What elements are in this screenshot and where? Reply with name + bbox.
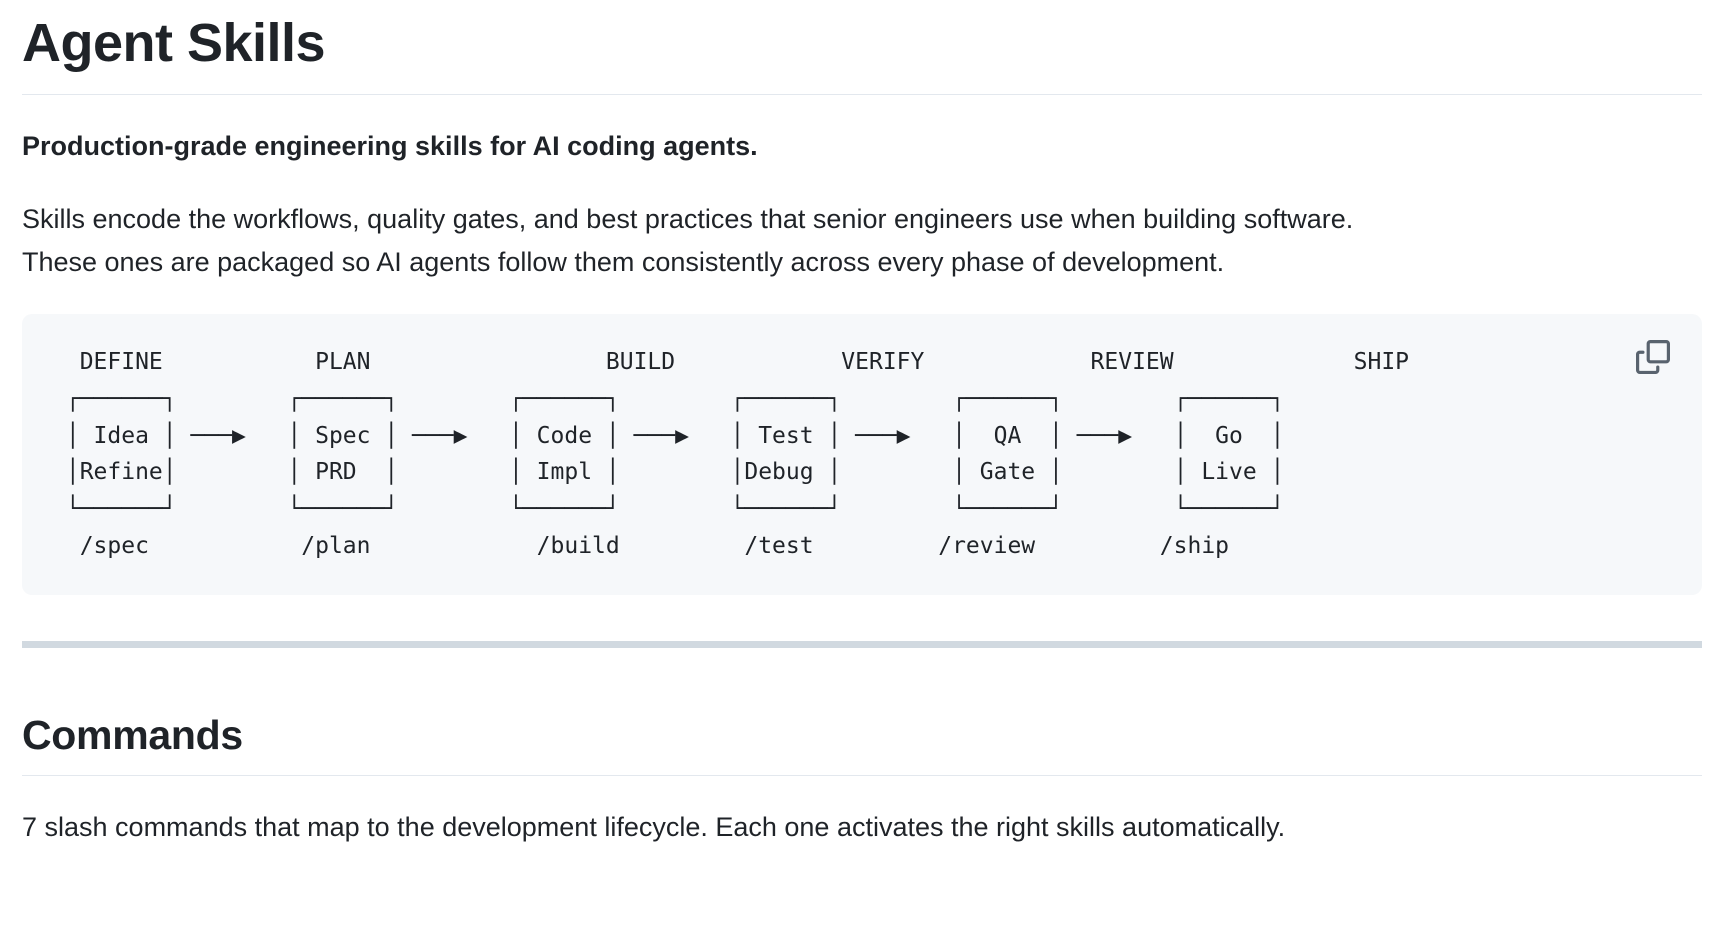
- page-title: Agent Skills: [22, 10, 1702, 95]
- intro-lead-text: Production-grade engineering skills for …: [22, 130, 758, 161]
- lifecycle-ascii-diagram[interactable]: DEFINE PLAN BUILD VERIFY REVIEW SHIP ┌──…: [22, 314, 1702, 595]
- copy-button[interactable]: [1634, 338, 1672, 376]
- commands-heading: Commands: [22, 710, 1702, 777]
- section-divider: [22, 640, 1702, 648]
- copy-icon: [1636, 340, 1670, 375]
- intro-line-1: Skills encode the workflows, quality gat…: [22, 203, 1354, 234]
- ascii-diagram-text: DEFINE PLAN BUILD VERIFY REVIEW SHIP ┌──…: [65, 349, 1410, 560]
- code-block: DEFINE PLAN BUILD VERIFY REVIEW SHIP ┌──…: [22, 314, 1702, 595]
- readme-content: Agent Skills Production-grade engineerin…: [22, 10, 1702, 843]
- intro-line-2: These ones are packaged so AI agents fol…: [22, 246, 1225, 277]
- commands-description: 7 slash commands that map to the develop…: [22, 812, 1286, 843]
- intro-lead-paragraph: Production-grade engineering skills for …: [22, 125, 1702, 168]
- intro-paragraph: Skills encode the workflows, quality gat…: [22, 198, 1702, 284]
